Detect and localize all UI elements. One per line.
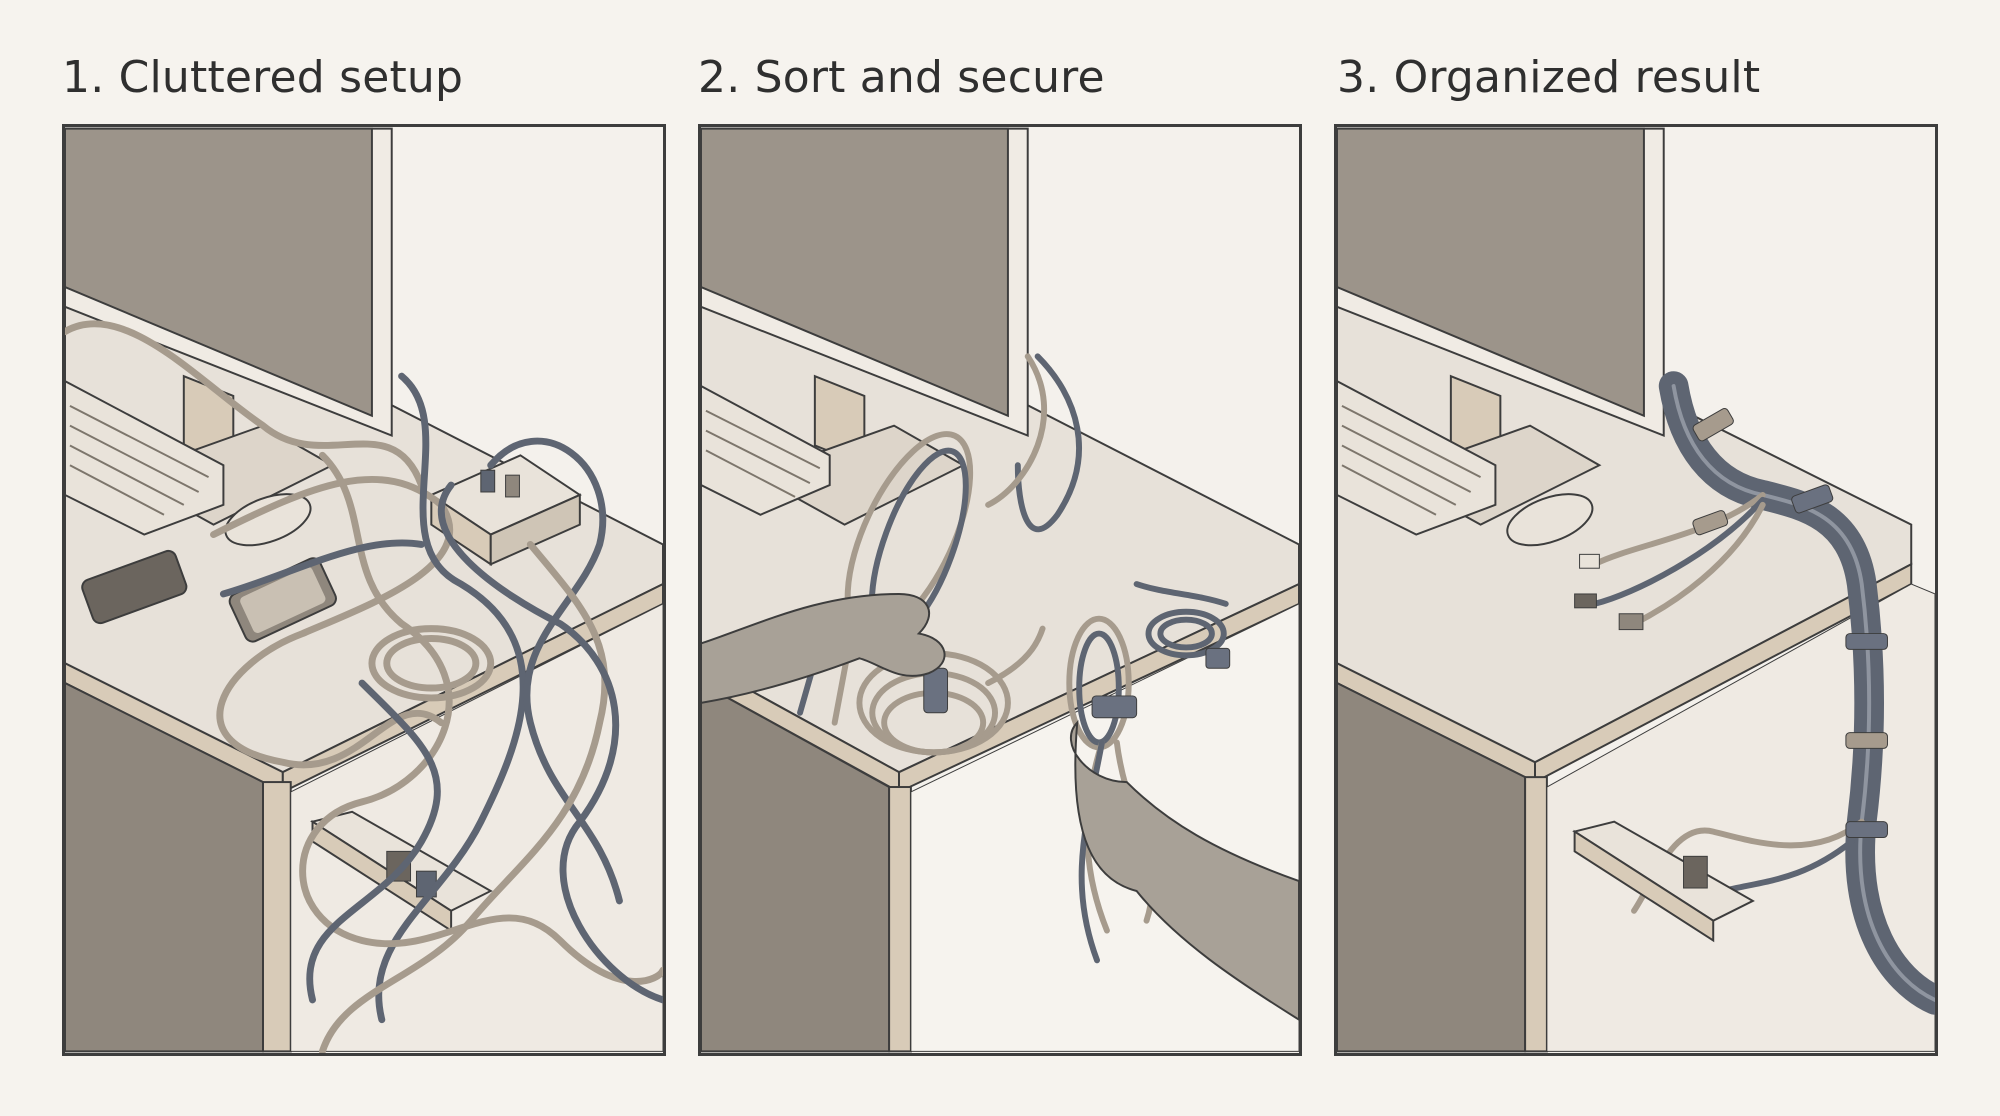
mouse-icon — [224, 493, 312, 547]
panel-cluttered-setup — [62, 124, 666, 1056]
phone-icon — [81, 549, 337, 643]
cable-tie-icon — [923, 647, 1231, 719]
cable-tie-icon — [1692, 407, 1888, 839]
panel-sort-and-secure — [698, 124, 1302, 1056]
connector-icon — [1574, 553, 1644, 631]
organized-illustration — [1337, 127, 1935, 1053]
hand-icon — [701, 592, 1299, 1021]
keyboard-icon — [1337, 379, 1497, 536]
step-2-title: 2. Sort and secure — [698, 52, 1105, 103]
sort-illustration — [701, 127, 1299, 1053]
cluttered-illustration — [65, 127, 663, 1053]
panel-organized-result — [1334, 124, 1938, 1056]
keyboard-icon — [701, 384, 831, 516]
power-strip-icon — [310, 810, 493, 933]
step-3-title: 3. Organized result — [1337, 52, 1761, 103]
step-1-title: 1. Cluttered setup — [62, 52, 464, 103]
usb-hub-icon — [429, 454, 582, 567]
tangled-cables — [65, 320, 663, 1053]
bundled-cables — [1591, 371, 1935, 1015]
mouse-icon — [1506, 493, 1594, 547]
power-strip-icon — [1572, 820, 1755, 943]
keyboard-icon — [65, 379, 225, 536]
